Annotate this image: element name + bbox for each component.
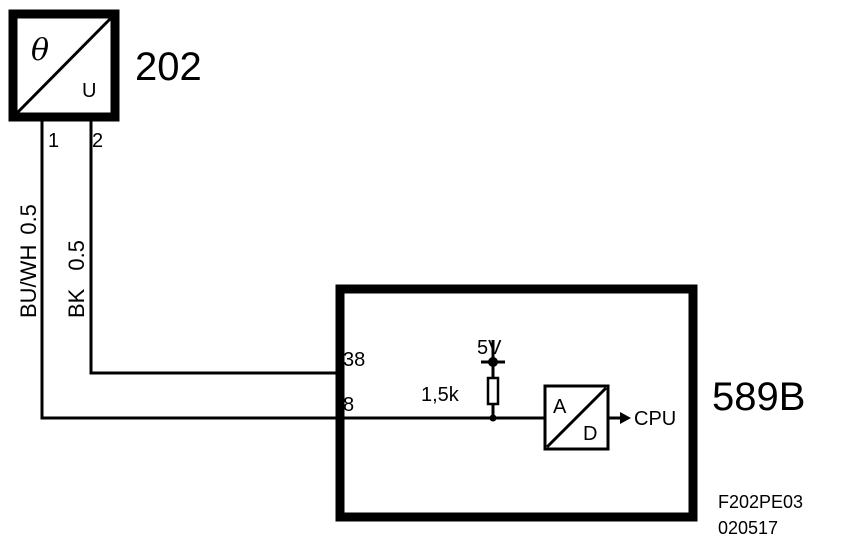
sensor-pin-1: 1 — [48, 130, 59, 152]
junction-node — [489, 414, 497, 422]
ecu-id: 589B — [712, 375, 805, 419]
ad-divider — [545, 386, 608, 449]
resistor-value: 1,5k — [421, 384, 460, 406]
ecu-pin-8: 8 — [343, 394, 354, 416]
ad-output-label: D — [583, 423, 597, 445]
ad-input-label: A — [553, 396, 567, 418]
pullup-resistor — [486, 376, 500, 406]
ecu-pin-38: 38 — [343, 349, 365, 371]
cpu-label: CPU — [634, 408, 676, 430]
sensor-box — [8, 9, 120, 122]
drawing-date: 020517 — [718, 518, 778, 538]
wire-1-gauge: 0.5 — [16, 204, 41, 235]
sensor-divider — [15, 16, 113, 115]
drawing-code: F202PE03 — [718, 492, 803, 512]
wire-2-color: BK — [64, 288, 89, 318]
wire-bk — [89, 121, 343, 375]
sensor-output-symbol: U — [82, 80, 96, 102]
sensor-input-symbol: θ — [31, 33, 49, 68]
wire-bu-wh — [40, 121, 545, 420]
wire-2-gauge: 0.5 — [64, 240, 89, 271]
supply-voltage: 5V — [477, 337, 502, 359]
sensor-id: 202 — [135, 45, 202, 89]
supply-node — [488, 357, 498, 367]
cpu-arrow-icon — [620, 412, 631, 424]
ecu-box — [335, 284, 698, 522]
wire-1-color: BU/WH — [16, 245, 41, 318]
wire-2-label: BK 0.5 — [64, 240, 89, 318]
wire-1-label: BU/WH 0.5 — [16, 204, 41, 318]
sensor-pin-2: 2 — [92, 130, 103, 152]
